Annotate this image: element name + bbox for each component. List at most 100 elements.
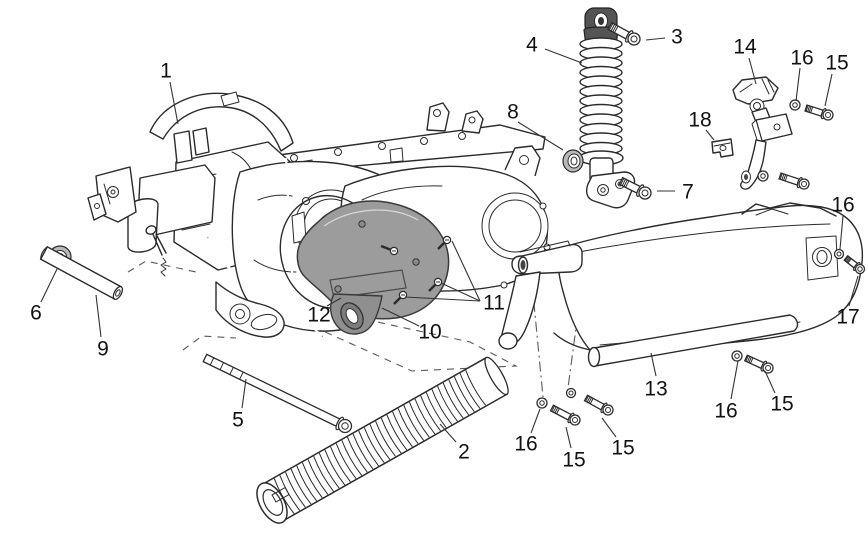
- leader-line: [95, 294, 102, 338]
- callout-part-6: 6: [30, 268, 58, 325]
- part-number-label-15-5[interactable]: 15: [825, 52, 848, 75]
- callout-part-4: 4: [526, 34, 583, 64]
- washer: [731, 350, 743, 362]
- leader-line: [730, 360, 739, 400]
- leader-line: [451, 240, 481, 302]
- screw: [428, 277, 443, 292]
- leader-line: [326, 297, 342, 307]
- part-number-label-16-9[interactable]: 16: [831, 194, 854, 217]
- part-number-label-5-16[interactable]: 5: [232, 409, 244, 432]
- grommet-8: [562, 149, 584, 173]
- callout-part-12: 12: [307, 297, 342, 327]
- bolt: [778, 172, 810, 190]
- part-number-label-3-2[interactable]: 3: [671, 26, 683, 49]
- callout-part-7: 7: [657, 181, 694, 204]
- leader-line: [241, 378, 247, 409]
- bolt: [743, 354, 774, 374]
- callout-part-9: 9: [95, 294, 109, 361]
- shock-clevis: [585, 171, 636, 209]
- callout-part-17: 17: [836, 275, 860, 329]
- fastener-layer: [202, 21, 866, 434]
- part-number-label-9-12[interactable]: 9: [97, 338, 109, 361]
- part-number-label-2-17[interactable]: 2: [458, 441, 470, 464]
- leader-line: [169, 81, 179, 125]
- part-number-label-1-0[interactable]: 1: [160, 60, 172, 83]
- part-number-label-11-15[interactable]: 11: [483, 292, 505, 315]
- part-number-label-15-20[interactable]: 15: [770, 393, 793, 416]
- callout-part-15: 15: [601, 417, 635, 460]
- part-number-label-15-22[interactable]: 15: [562, 449, 585, 472]
- leader-line: [645, 37, 666, 41]
- part-number-label-12-13[interactable]: 12: [307, 304, 330, 327]
- spacer-plate-18: [711, 138, 734, 158]
- callout-part-16: 16: [790, 47, 814, 102]
- callout-part-15: 15: [824, 52, 849, 107]
- callout-part-11: 11: [404, 240, 505, 315]
- part-number-label-13-18[interactable]: 13: [644, 378, 667, 401]
- bolt: [583, 394, 614, 416]
- callout-part-8: 8: [507, 101, 564, 151]
- part-number-label-7-8[interactable]: 7: [682, 181, 694, 204]
- part-number-label-18-7[interactable]: 18: [688, 109, 711, 132]
- callout-part-1: 1: [160, 60, 179, 125]
- part-number-label-16-19[interactable]: 16: [714, 400, 737, 423]
- leader-line: [848, 275, 859, 307]
- callout-part-14: 14: [733, 36, 757, 85]
- leader-line: [705, 129, 715, 141]
- leader-line: [530, 408, 541, 434]
- bolt: [607, 21, 641, 46]
- bolt: [549, 404, 581, 426]
- callout-part-3: 3: [645, 26, 683, 49]
- screw: [437, 235, 452, 250]
- leader-line: [381, 307, 420, 327]
- screw: [393, 290, 408, 305]
- bolt: [804, 104, 834, 121]
- leader-line: [795, 67, 801, 102]
- callout-part-16: 16: [514, 408, 541, 456]
- washer: [565, 387, 577, 399]
- part-number-label-6-11[interactable]: 6: [30, 302, 42, 325]
- callout-part-15: 15: [562, 426, 586, 472]
- leader-line: [517, 121, 564, 151]
- engine-foot: [215, 281, 285, 338]
- callout-part-15: 15: [764, 370, 794, 416]
- bolt: [618, 176, 652, 200]
- hanger-bracket-14: [732, 76, 793, 190]
- part-number-label-4-1[interactable]: 4: [526, 34, 538, 57]
- callout-part-18: 18: [688, 109, 715, 141]
- shock-spring: [579, 37, 623, 165]
- leader-line: [748, 57, 757, 85]
- callout-part-16: 16: [714, 360, 739, 423]
- leader-line: [839, 215, 844, 250]
- leader-line: [40, 268, 58, 303]
- part-number-label-8-6[interactable]: 8: [507, 101, 519, 124]
- washer: [757, 170, 769, 182]
- part-number-label-16-4[interactable]: 16: [790, 47, 813, 70]
- washer: [833, 248, 845, 260]
- leader-line: [650, 352, 657, 377]
- part-number-label-10-14[interactable]: 10: [418, 321, 441, 344]
- washer: [789, 99, 801, 111]
- part-number-label-17-10[interactable]: 17: [836, 306, 859, 329]
- callout-part-16: 16: [831, 194, 855, 250]
- transmission-cover-10: [296, 200, 450, 335]
- leader-line: [601, 417, 617, 438]
- callout-part-5: 5: [232, 378, 247, 432]
- part-number-label-16-21[interactable]: 16: [514, 433, 537, 456]
- leader-line: [404, 296, 481, 302]
- leader-line: [565, 426, 572, 449]
- part-number-label-15-23[interactable]: 15: [611, 437, 634, 460]
- part-number-label-14-3[interactable]: 14: [733, 36, 757, 59]
- bolt: [202, 353, 353, 434]
- corrugated-boot-2: [256, 356, 509, 524]
- leader-line: [440, 282, 481, 302]
- leader-line: [544, 48, 583, 64]
- bolt: [843, 254, 866, 275]
- callout-part-10: 10: [381, 307, 442, 344]
- spacer-tube-9: [39, 245, 124, 301]
- washer: [536, 397, 548, 409]
- carburetor: [87, 127, 285, 310]
